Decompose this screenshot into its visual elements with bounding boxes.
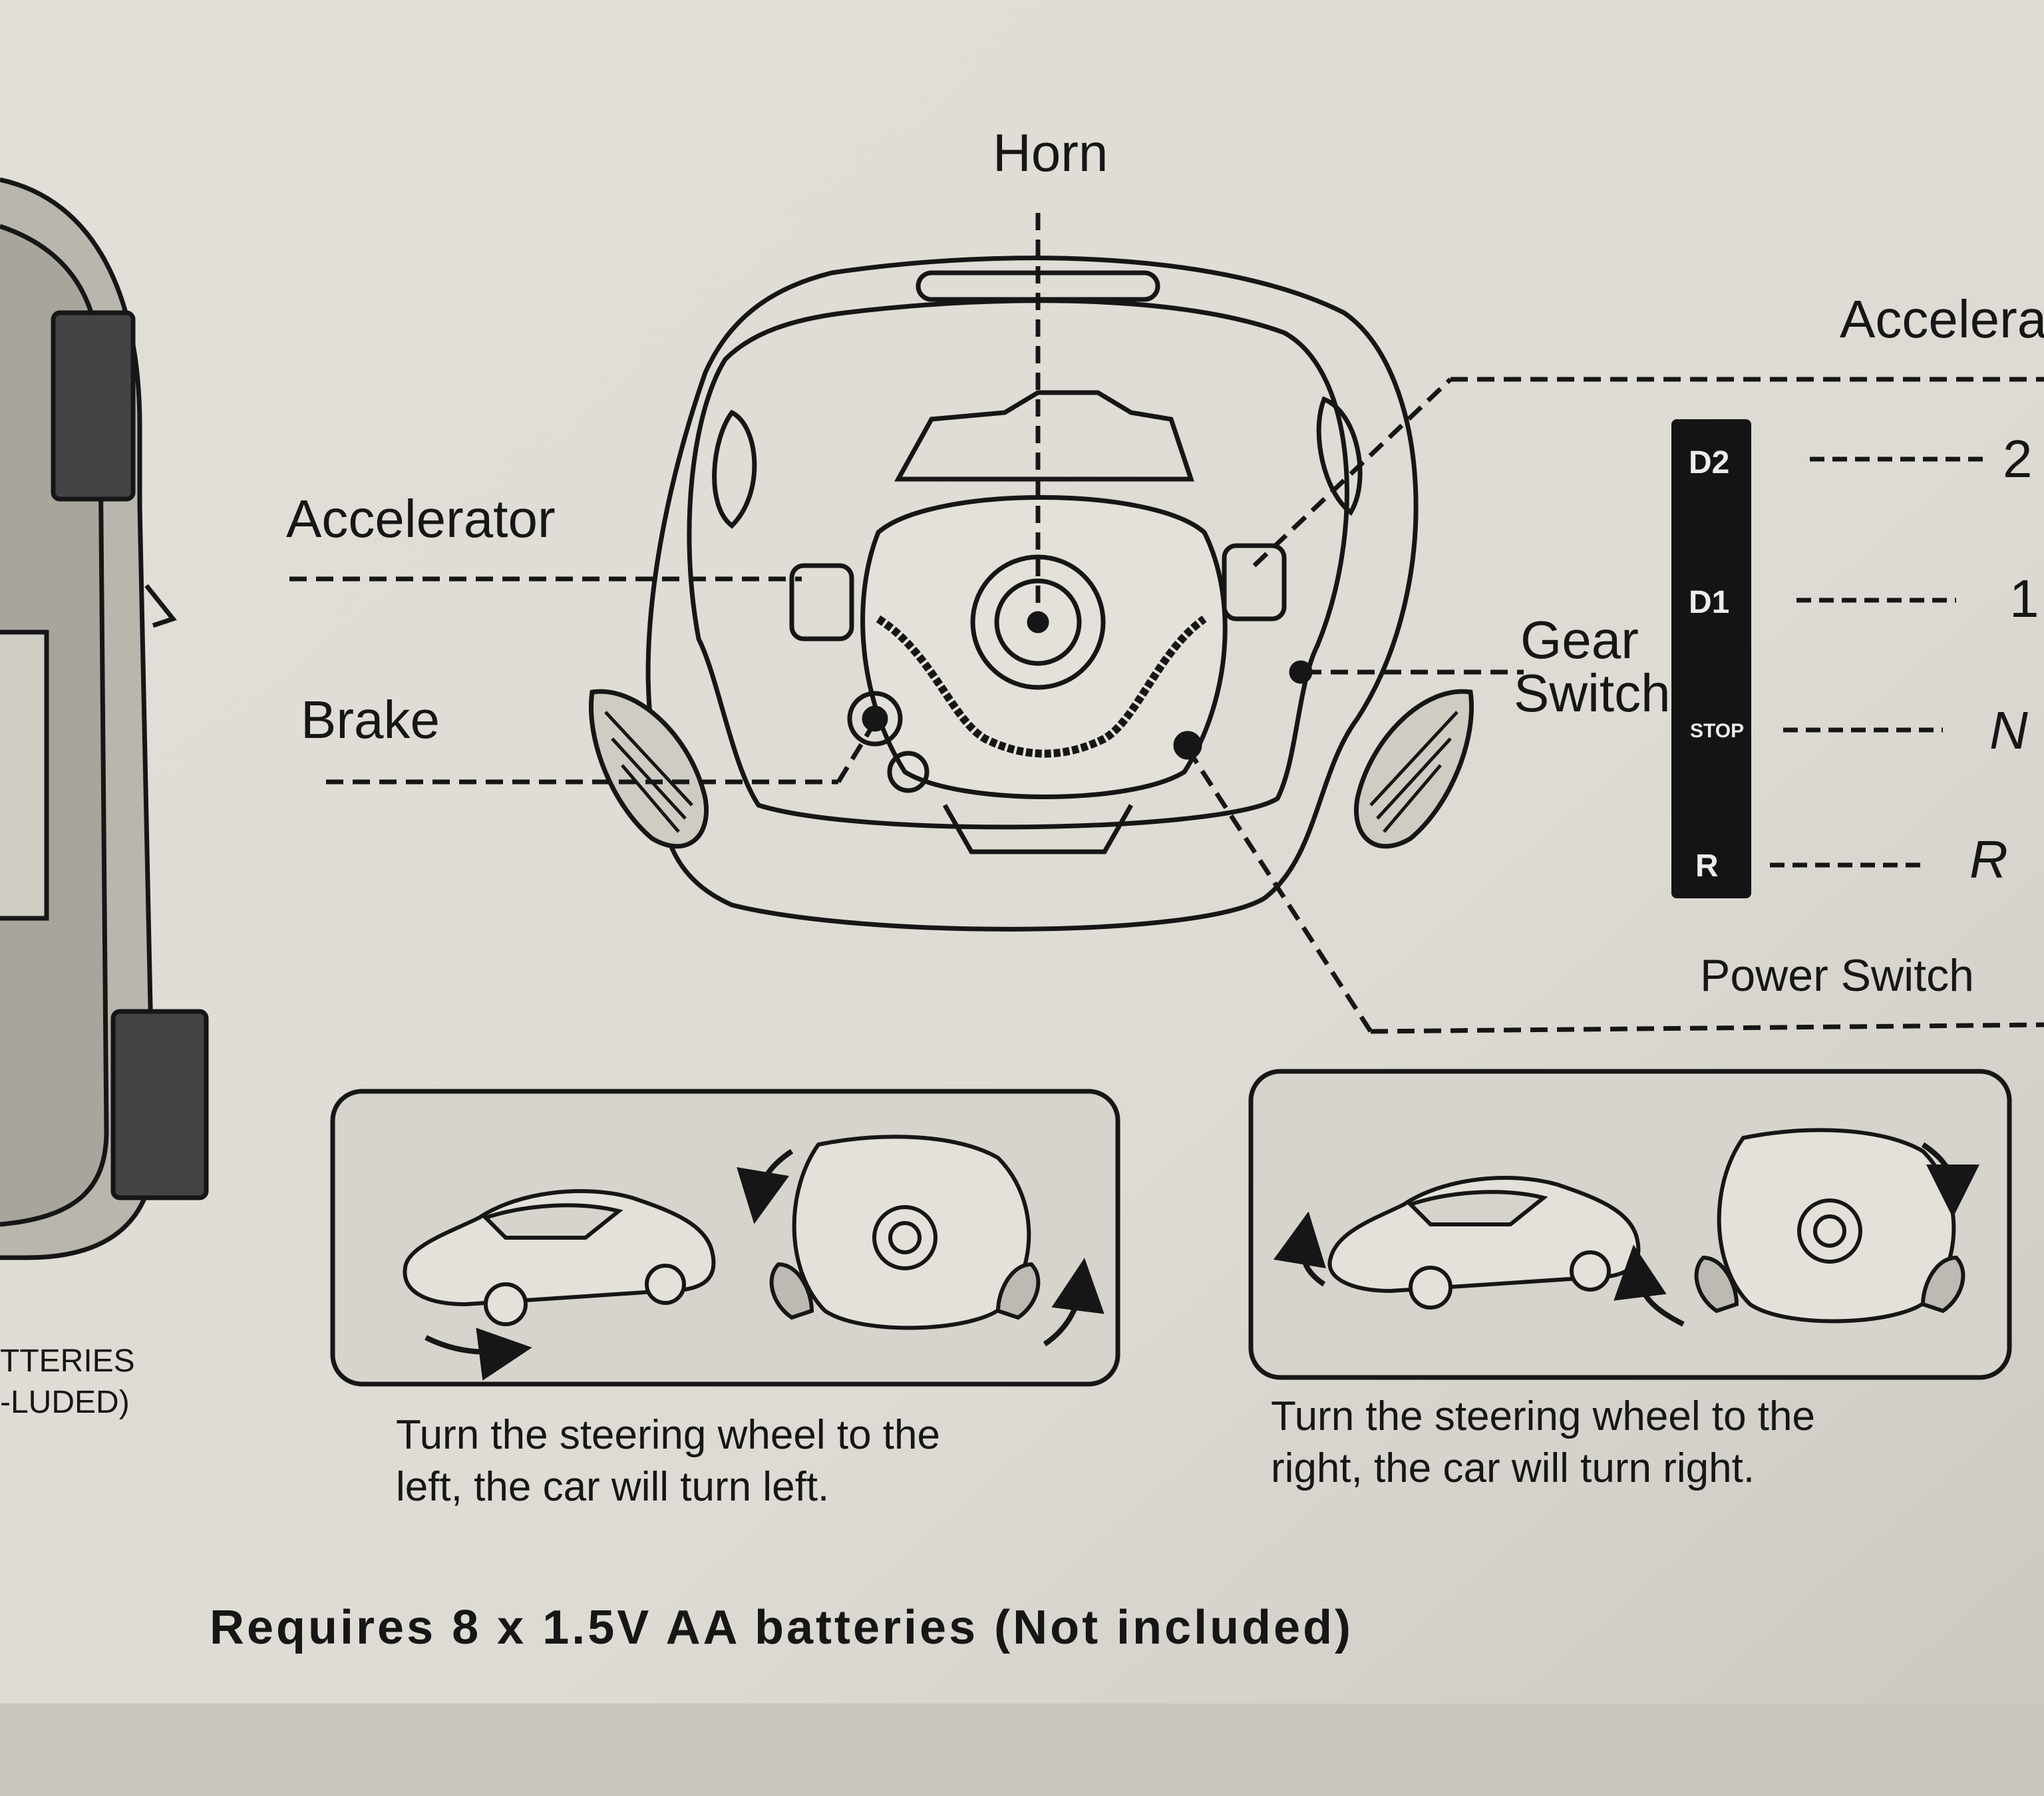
accelerator-label-right: Accelera <box>1840 289 2044 349</box>
gear-value-n: N <box>1989 701 2028 760</box>
gear-value-2: 2 <box>2003 429 2033 488</box>
steering-wheel-main <box>588 256 1474 932</box>
right-turn-caption-line1: Turn the steering wheel to the <box>1271 1393 1815 1439</box>
right-car-icon <box>1327 1176 1641 1310</box>
battery-note: Requires 8 x 1.5V AA batteries (Not incl… <box>210 1601 1354 1654</box>
power-switch-label: Power Switch <box>1700 950 1974 1001</box>
gear-value-1: 1 <box>2009 569 2039 628</box>
left-wheel-arrow-bottom <box>1043 1258 1105 1347</box>
right-turn-caption-line2: right, the car will turn right. <box>1271 1445 1755 1491</box>
left-car-arrow <box>425 1328 532 1381</box>
bottom-shadow-strip <box>0 1704 2044 1796</box>
left-car-icon <box>403 1189 716 1326</box>
left-wheel-icon <box>769 1135 1041 1330</box>
gear-bar <box>1671 419 1751 898</box>
right-wheel-arrow-bottom <box>1614 1244 1685 1327</box>
right-wheel-arrow-top <box>1921 1142 1979 1218</box>
power-switch-leader-a <box>1186 747 1373 1033</box>
side-text-line2: -LUDED) <box>0 1385 130 1420</box>
left-wheel-arrow-top <box>737 1149 794 1224</box>
right-accel-leader-a <box>1252 377 1452 568</box>
power-switch-leader-b <box>1370 1022 2044 1034</box>
gear-value-r: R <box>1969 830 2008 889</box>
left-turn-caption: Turn the steering wheel to the left, the… <box>396 1409 940 1513</box>
left-turn-caption-line1: Turn the steering wheel to the <box>396 1412 940 1458</box>
brake-leader-b <box>836 721 877 783</box>
horn-label: Horn <box>993 123 1108 182</box>
right-wheel-icon <box>1694 1128 1965 1324</box>
side-text-line1: TTERIES <box>0 1344 135 1379</box>
leader-lines <box>289 213 2044 1034</box>
gear-switch-label-line1: Gear <box>1520 610 1639 669</box>
gear-code-r: R <box>1695 848 1719 884</box>
gear-code-stop: STOP <box>1690 720 1745 742</box>
gear-switch-label-line2: Switch <box>1514 663 1671 723</box>
right-turn-caption: Turn the steering wheel to the right, th… <box>1271 1391 1815 1495</box>
car-top-view-partial <box>0 177 209 1260</box>
gear-code-d1: D1 <box>1689 585 1730 620</box>
side-battery-text: TTERIES -LUDED) <box>0 1341 135 1423</box>
gear-ticks <box>1770 456 1989 868</box>
left-turn-caption-line2: left, the car will turn left. <box>396 1464 830 1510</box>
accelerator-label-left: Accelerator <box>286 489 556 548</box>
gear-code-d2: D2 <box>1689 445 1730 480</box>
right-car-arrow <box>1273 1211 1326 1287</box>
brake-label: Brake <box>301 690 440 749</box>
